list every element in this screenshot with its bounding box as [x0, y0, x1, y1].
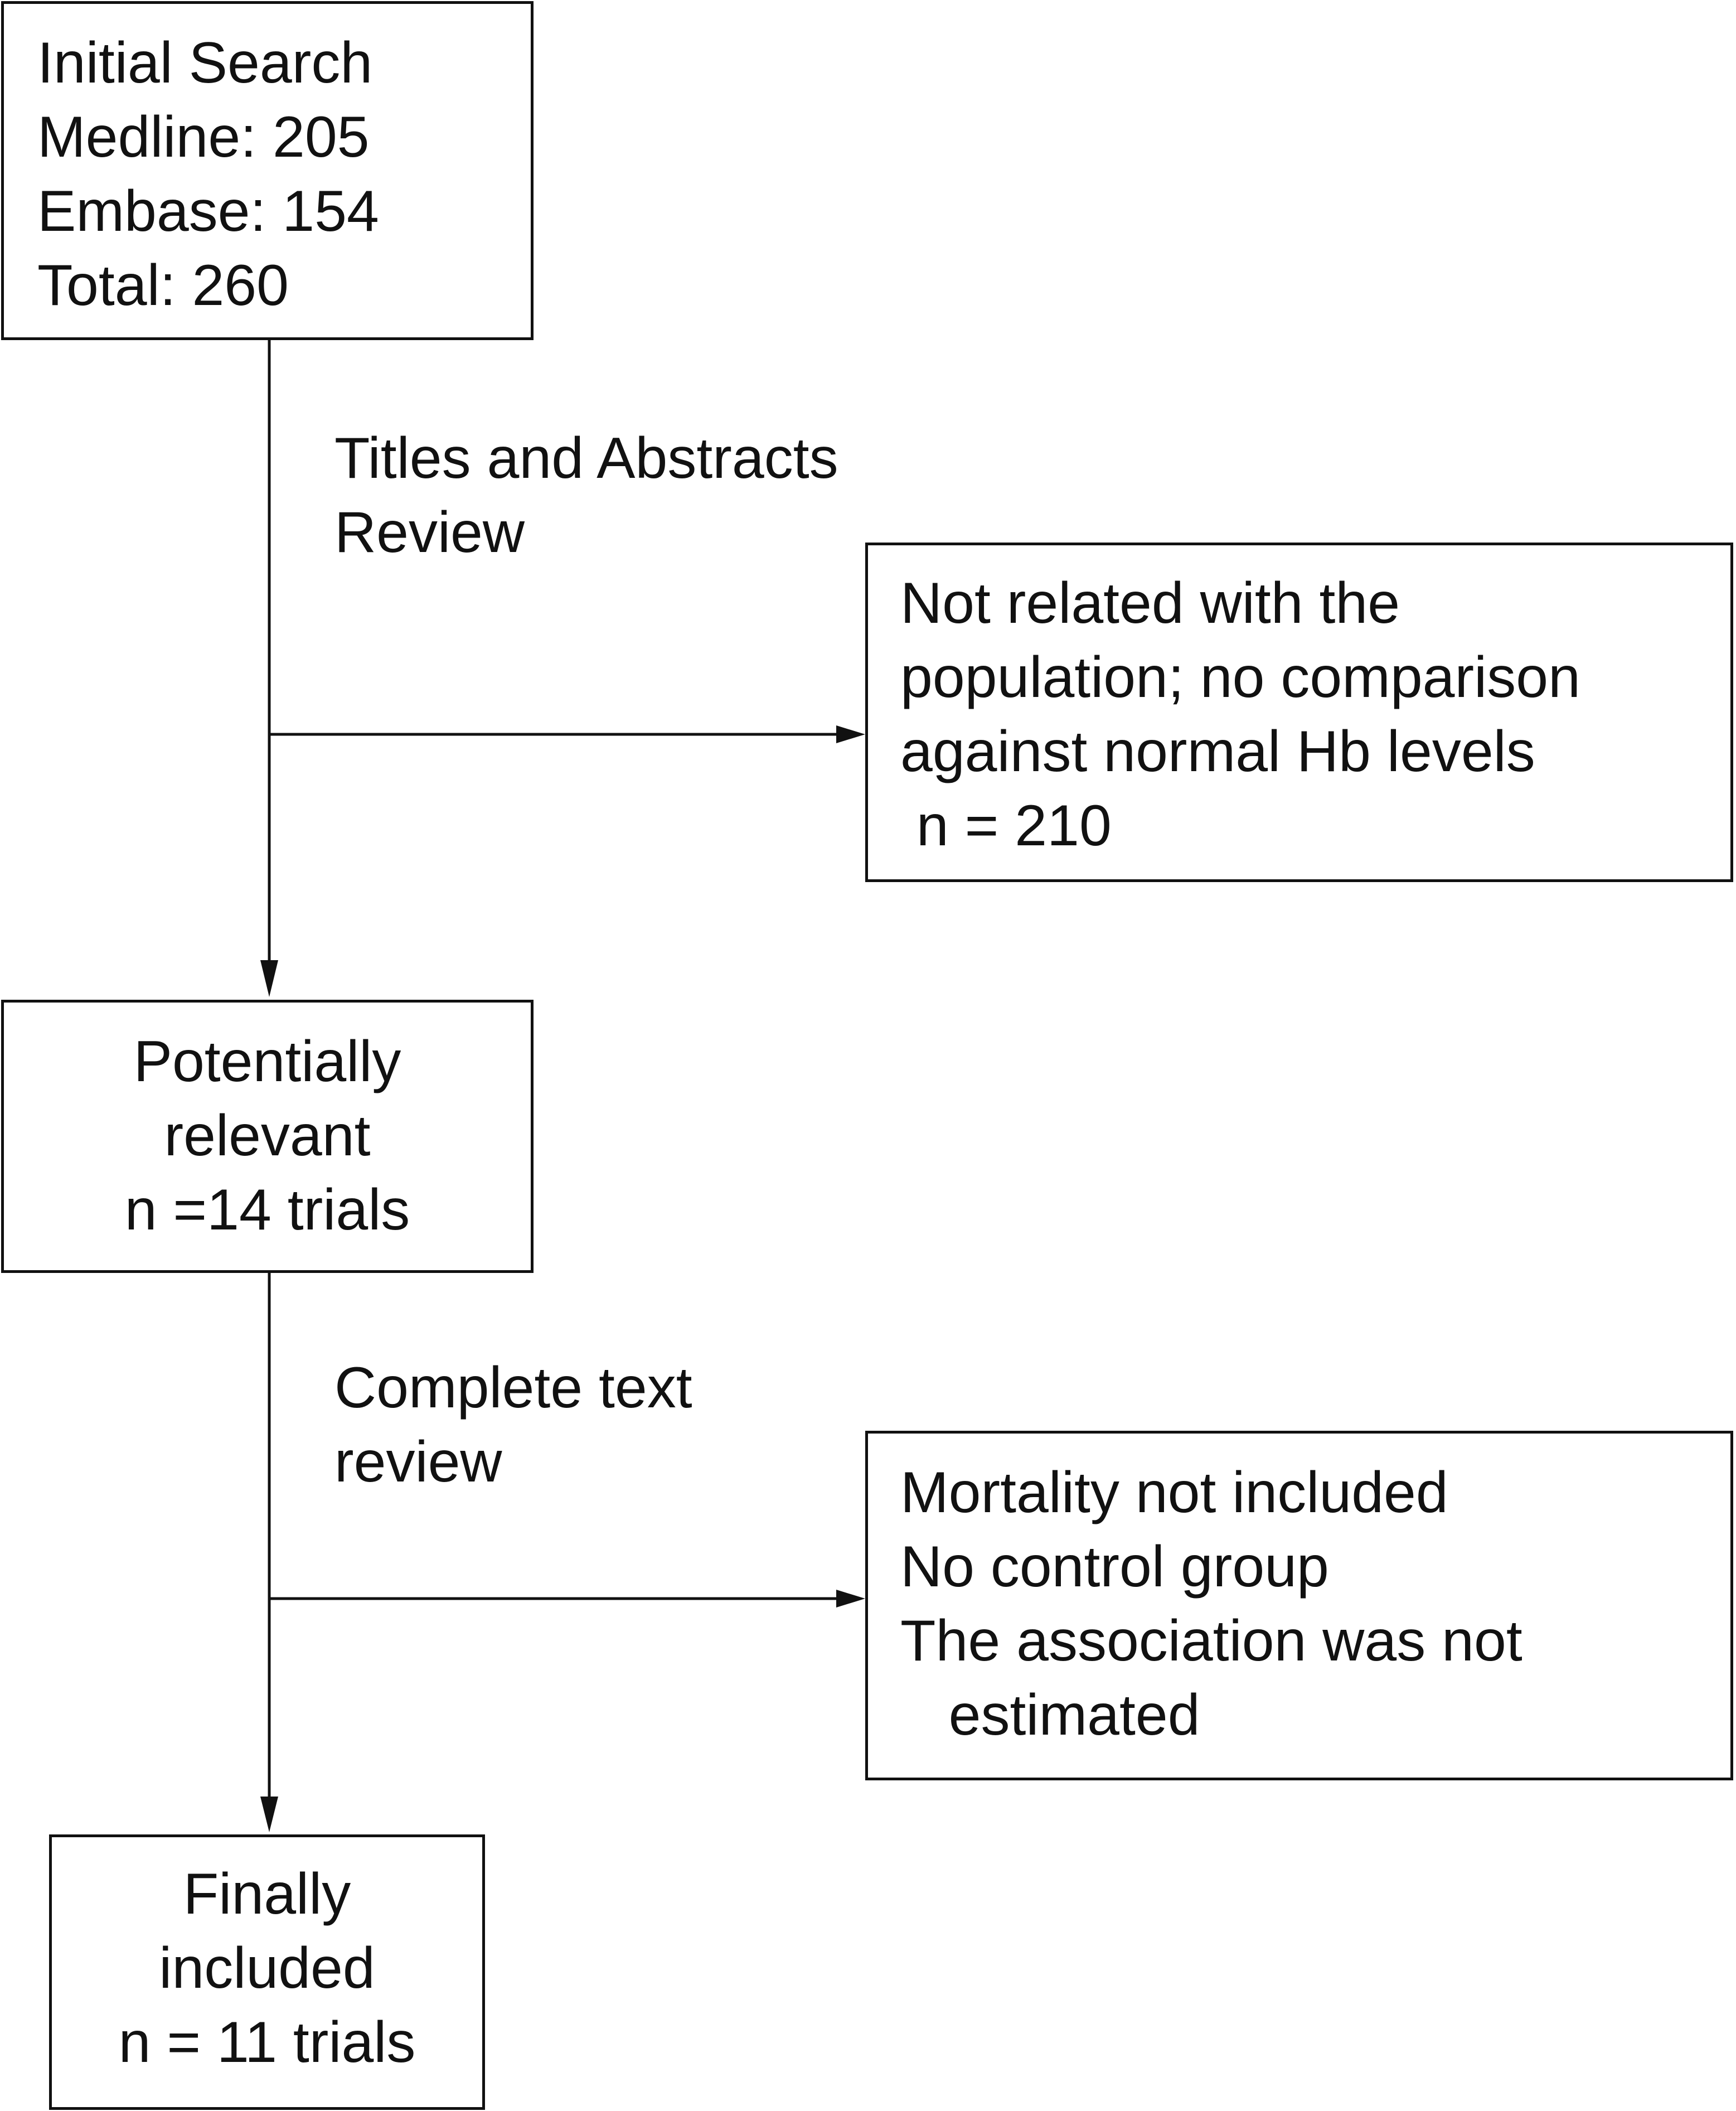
- finally-included-box: Finally included n = 11 trials: [49, 1834, 485, 2110]
- first-exclusion-line-2: population; no comparison: [900, 645, 1580, 710]
- second-exclusion-line-1: Mortality not included: [900, 1460, 1448, 1525]
- initial-search-line-1: Initial Search: [37, 31, 373, 95]
- initial-search-box: Initial Search Medline: 205 Embase: 154 …: [1, 1, 534, 340]
- arrowhead-final: [260, 1797, 278, 1832]
- potentially-relevant-line-1: Potentially: [133, 1029, 401, 1094]
- step-label-complete-text: Complete text: [334, 1355, 692, 1420]
- arrowhead-first-exclusion: [836, 725, 865, 743]
- potentially-relevant-box: Potentially relevant n =14 trials: [1, 1000, 534, 1273]
- finally-included-line-3: n = 11 trials: [118, 2010, 416, 2075]
- step-label-titles-abstracts: Titles and Abstracts: [334, 426, 838, 491]
- first-exclusion-line-1: Not related with the: [900, 571, 1400, 636]
- finally-included-line-1: Finally: [183, 1862, 351, 1926]
- first-exclusion-line-4: n = 210: [900, 793, 1112, 858]
- first-exclusion-box: Not related with the population; no comp…: [865, 543, 1733, 882]
- first-exclusion-line-3: against normal Hb levels: [900, 719, 1535, 784]
- potentially-relevant-line-2: relevant: [164, 1103, 371, 1168]
- initial-search-line-3: Embase: 154: [37, 179, 379, 244]
- step-label-review: Review: [334, 500, 525, 565]
- step-label-text-review: review: [334, 1430, 502, 1494]
- arrowhead-second-exclusion: [836, 1590, 865, 1608]
- arrowhead-potential: [260, 960, 278, 997]
- finally-included-line-2: included: [159, 1936, 375, 2001]
- potentially-relevant-line-3: n =14 trials: [124, 1178, 410, 1242]
- second-exclusion-line-2: No control group: [900, 1534, 1329, 1599]
- initial-search-line-2: Medline: 205: [37, 105, 370, 170]
- second-exclusion-box: Mortality not included No control group …: [865, 1431, 1733, 1780]
- second-exclusion-line-4: estimated: [900, 1683, 1200, 1747]
- second-exclusion-line-3: The association was not: [900, 1609, 1522, 1673]
- initial-search-line-4: Total: 260: [37, 253, 289, 318]
